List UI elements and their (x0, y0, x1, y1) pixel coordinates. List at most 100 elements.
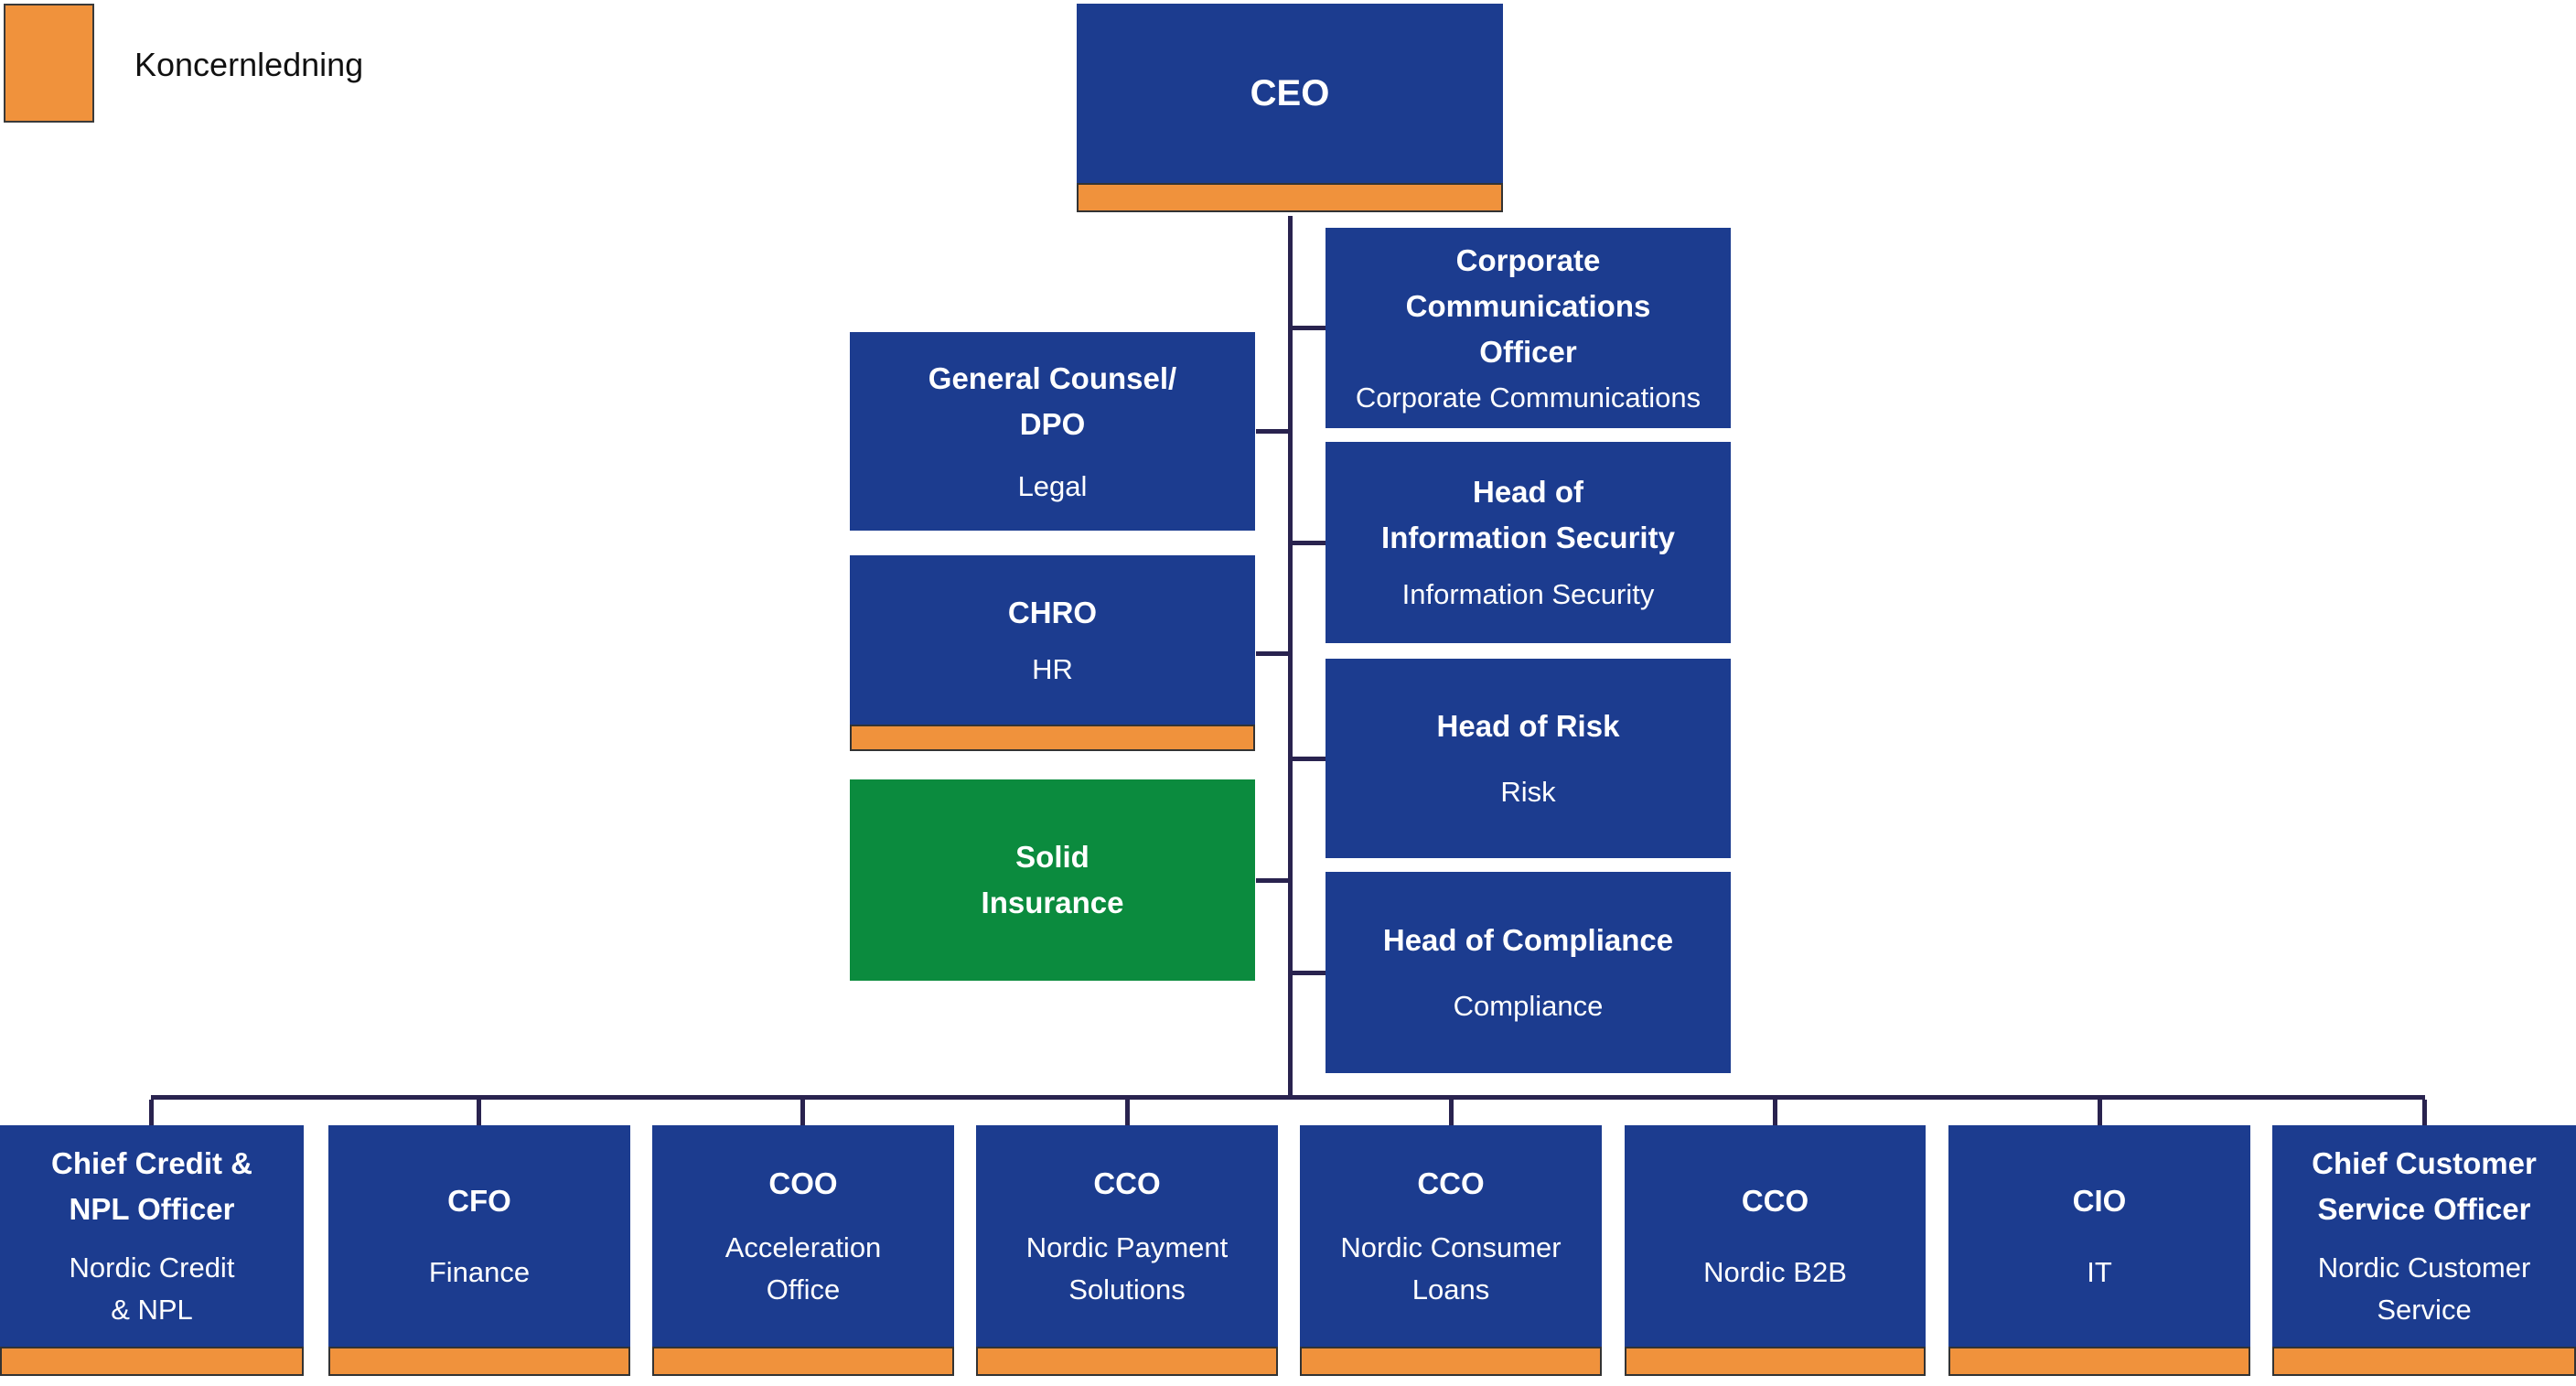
org-box-subtitle-line: Compliance (1453, 990, 1604, 1022)
connector-drop-1 (149, 1100, 154, 1125)
org-box-cfo: CFO Finance (328, 1125, 630, 1347)
org-box-subtitle: Risk (1500, 771, 1555, 813)
org-box-subtitle: Nordic Credit & NPL (70, 1247, 235, 1331)
org-box-chro: CHRO HR (850, 555, 1255, 725)
connector-stub-left-solid (1256, 878, 1288, 883)
org-box-subtitle-line: Information Security (1401, 578, 1655, 610)
org-box-subtitle-line: Nordic Customer (2317, 1252, 2531, 1284)
org-box-title: CFO (447, 1178, 511, 1224)
connector-drop-2 (477, 1100, 481, 1125)
group-management-bar (1948, 1347, 2250, 1376)
connector-drop-3 (800, 1100, 805, 1125)
connector-drop-6 (1773, 1100, 1777, 1125)
org-box-subtitle-line: Legal (1017, 469, 1088, 502)
org-box-title-line: Officer (1479, 334, 1577, 369)
org-box-title-line: Chief Customer (2312, 1146, 2537, 1180)
connector-stub-right-is (1293, 541, 1326, 545)
org-box-title-line: Information Security (1381, 521, 1675, 554)
connector-drop-8 (2422, 1100, 2427, 1125)
org-box-title-line: DPO (1019, 406, 1086, 441)
org-box-title: CEO (1250, 69, 1330, 118)
org-box-subtitle-line: IT (2087, 1256, 2112, 1288)
org-box-title-line: Corporate (1455, 242, 1601, 277)
org-box-ceo: CEO (1077, 4, 1503, 183)
legend-label: Koncernledning (134, 46, 364, 83)
org-box-title-line: Service Officer (2317, 1192, 2531, 1226)
connector-trunk (1288, 216, 1293, 1100)
org-box-title-line: Insurance (981, 886, 1124, 919)
org-box-title: Head of Risk (1437, 704, 1620, 749)
connector-drop-5 (1449, 1100, 1454, 1125)
org-box-subtitle-line: Solutions (1068, 1273, 1186, 1305)
org-box-title: Head of Compliance (1383, 918, 1673, 963)
org-box-subtitle: HR (1032, 649, 1073, 691)
org-box-title-line: Head of Compliance (1382, 923, 1674, 957)
org-box-title-line: CCO (1093, 1166, 1161, 1200)
org-box-subtitle-line: Corporate Communications (1355, 381, 1701, 414)
group-management-bar (1625, 1347, 1926, 1376)
connector-stub-right-comp (1293, 971, 1326, 975)
org-box-subtitle-line: Finance (428, 1256, 531, 1288)
legend-orange-swatch (4, 4, 94, 123)
org-box-subtitle-line: & NPL (111, 1294, 193, 1326)
org-box-title-line: Head of Risk (1436, 709, 1620, 743)
group-management-bar (976, 1347, 1278, 1376)
org-box-subtitle-line: Nordic Credit (69, 1252, 235, 1284)
group-management-bar (1300, 1347, 1602, 1376)
org-box-subtitle-line: Service (2377, 1294, 2472, 1326)
org-box-title: CHRO (1008, 590, 1097, 636)
org-box-title-line: CIO (2072, 1184, 2127, 1218)
org-box-title-line: CEO (1250, 73, 1330, 113)
org-box-title-line: NPL Officer (69, 1192, 235, 1226)
org-box-title: CCO (1093, 1161, 1160, 1207)
org-box-subtitle-line: Nordic B2B (1703, 1256, 1847, 1288)
group-management-bar (652, 1347, 954, 1376)
org-box-subtitle-line: Nordic Consumer (1340, 1231, 1562, 1263)
org-box-title: COO (768, 1161, 837, 1207)
connector-stub-left-gc (1256, 429, 1288, 434)
group-management-bar (1077, 183, 1503, 212)
group-management-bar (2272, 1347, 2576, 1376)
legend: Koncernledning (4, 4, 363, 123)
org-box-cio: CIO IT (1948, 1125, 2250, 1347)
org-box-subtitle: Corporate Communications (1356, 377, 1701, 419)
org-box-subtitle-line: HR (1032, 652, 1073, 685)
org-box-subtitle-line: Acceleration (724, 1231, 882, 1263)
group-management-bar (850, 725, 1255, 751)
org-box-subtitle-line: Risk (1500, 776, 1556, 808)
org-box-title-line: Solid (1015, 840, 1089, 874)
org-box-subtitle-line: Office (766, 1273, 841, 1305)
group-management-bar (0, 1347, 304, 1376)
org-box-title-line: Chief Credit & (50, 1146, 252, 1180)
connector-bottom-rail (151, 1095, 2425, 1100)
org-box-subtitle: Finance (429, 1252, 530, 1294)
org-box-subtitle: IT (2087, 1252, 2112, 1294)
org-box-title: Chief Credit & NPL Officer (51, 1141, 252, 1232)
org-box-subtitle: Information Security (1402, 574, 1655, 616)
connector-drop-7 (2098, 1100, 2102, 1125)
org-box-subtitle: Nordic B2B (1703, 1252, 1847, 1294)
org-box-title-line: Communications (1405, 288, 1651, 323)
org-box-subtitle: Compliance (1454, 985, 1604, 1027)
org-box-title-line: CHRO (1007, 595, 1098, 629)
org-box-title-line: COO (768, 1166, 838, 1200)
org-box-title-line: CCO (1417, 1166, 1485, 1200)
